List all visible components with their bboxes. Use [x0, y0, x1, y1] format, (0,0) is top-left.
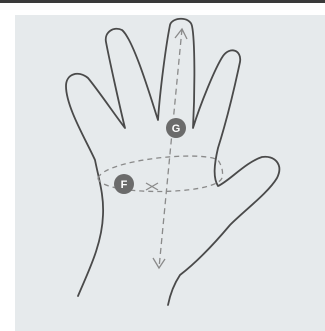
wrist-circumference-badge-label: F: [121, 179, 128, 191]
double-arrow-icon: [153, 29, 187, 268]
finger-length-badge: G: [166, 118, 186, 138]
wrist-measure-marks: [146, 183, 158, 190]
wrist-measure-back: [98, 156, 218, 178]
hand-outline-icon: [66, 19, 279, 305]
length-measure-line: [159, 29, 182, 268]
wrist-circumference-badge: F: [114, 174, 134, 194]
finger-length-badge-label: G: [172, 123, 181, 135]
